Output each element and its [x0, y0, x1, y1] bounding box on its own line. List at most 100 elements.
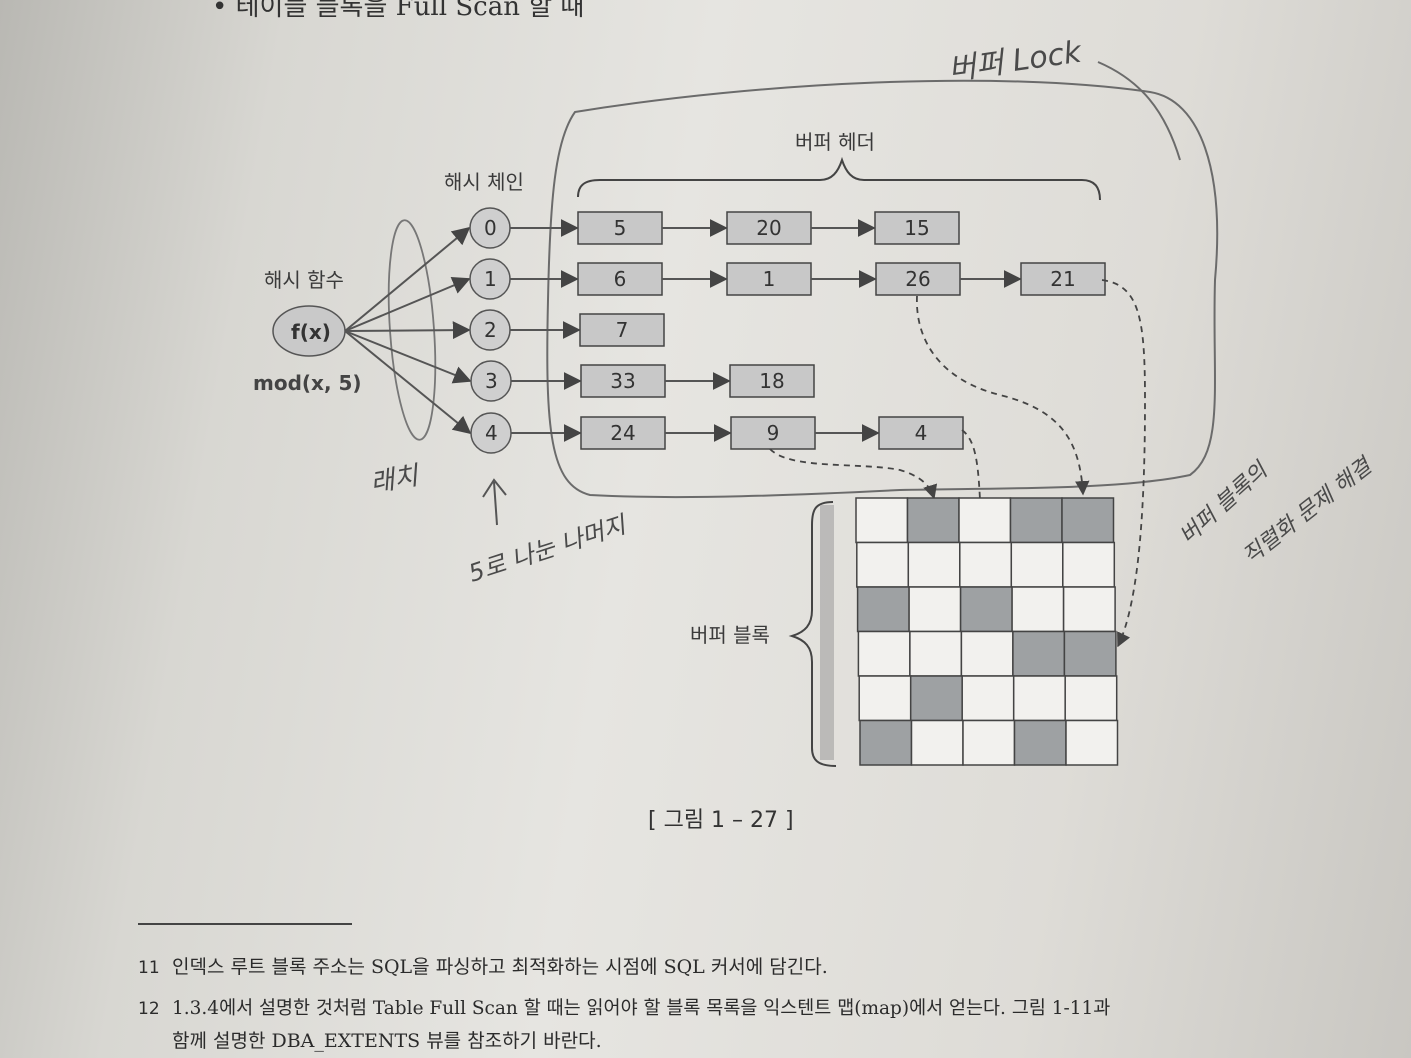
- footnote-12: 12 1.3.4에서 설명한 것처럼 Table Full Scan 할 때는 읽…: [138, 994, 1110, 1020]
- buffer-header-box: [726, 262, 812, 296]
- page-top-text: • 테이블 블록을 Full Scan 할 때: [212, 0, 585, 22]
- buffer-block-cell: [906, 497, 960, 544]
- buffer-block-brace: [788, 501, 837, 767]
- footnote-number: 11: [138, 958, 160, 978]
- buffer-header-box: [1020, 262, 1106, 296]
- buffer-block-cell: [910, 719, 964, 766]
- buffer-header-value: 7: [616, 318, 629, 342]
- buffer-block-cell: [1010, 541, 1064, 588]
- dashed-arrow-26: [916, 295, 1090, 496]
- buffer-header-value: 20: [756, 216, 781, 240]
- buffer-header-box: [878, 416, 964, 450]
- dashed-arrow-9: [769, 448, 938, 500]
- buffer-block-cell: [1012, 630, 1066, 677]
- chain-node-label: 3: [485, 369, 498, 393]
- fan-line: [344, 330, 472, 435]
- buffer-block-cell: [1009, 497, 1063, 544]
- fan-line: [344, 321, 471, 340]
- brace-shadow: [820, 505, 834, 760]
- handwritten-buffer-lock: 버퍼 Lock: [946, 34, 1085, 87]
- buffer-block-cell: [859, 719, 913, 766]
- buffer-header-value: 24: [610, 421, 635, 445]
- buffer-block-cell: [907, 541, 961, 588]
- buffer-block-cell: [1061, 497, 1115, 544]
- buffer-header-brace: [577, 156, 1101, 201]
- buffer-block-cell: [908, 586, 962, 633]
- buffer-header-box: [875, 262, 961, 296]
- buffer-header-box: [726, 211, 812, 245]
- buffer-header-value: 18: [759, 369, 784, 393]
- figure-caption: [ 그림 1 – 27 ]: [648, 808, 794, 833]
- buffer-header-box: [729, 364, 815, 398]
- lock-hook: [1097, 61, 1181, 161]
- hash-function-label: 해시 함수: [264, 268, 344, 292]
- buffer-block-cell: [1062, 541, 1116, 588]
- buffer-header-value: 9: [767, 421, 780, 445]
- buffer-block-cell: [961, 675, 1015, 722]
- buffer-header-value: 6: [614, 267, 627, 291]
- buffer-block-cell: [962, 719, 1016, 766]
- buffer-header-value: 1: [763, 267, 776, 291]
- dashed-arrow-21: [1101, 279, 1146, 648]
- buffer-block-cell: [959, 586, 1013, 633]
- mod-label: mod(x, 5): [253, 371, 362, 395]
- buffer-header-value: 21: [1050, 267, 1075, 291]
- buffer-header-value: 5: [614, 216, 627, 240]
- buffer-header-box: [577, 211, 663, 245]
- footnote-11: 11 인덱스 루트 블록 주소는 SQL을 파싱하고 최적화하는 시점에 SQL …: [138, 952, 828, 979]
- buffer-block-cell: [958, 497, 1012, 544]
- buffer-block-cell: [1011, 586, 1065, 633]
- buffer-header-value: 33: [610, 369, 635, 393]
- handwritten-up-arrow: [482, 478, 507, 526]
- chain-node-label: 0: [484, 216, 497, 240]
- footnote-number: 12: [138, 999, 160, 1019]
- buffer-header-box: [874, 211, 960, 245]
- buffer-block-cell: [857, 630, 911, 677]
- buffer-block-cell: [1012, 675, 1066, 722]
- buffer-block-cell: [960, 630, 1014, 677]
- buffer-block-cell: [1065, 719, 1119, 766]
- footnote-rule: [138, 923, 352, 925]
- handwritten-latch: 래치: [368, 461, 422, 499]
- fan-line: [344, 226, 471, 332]
- footnote-text: 1.3.4에서 설명한 것처럼 Table Full Scan 할 때는 읽어야…: [172, 998, 1111, 1019]
- buffer-header-value: 15: [904, 216, 929, 240]
- buffer-block-cell: [856, 586, 910, 633]
- fan-line: [344, 330, 472, 384]
- handwritten-mod-note: 5로 나눈 나머지: [465, 510, 631, 588]
- buffer-header-box: [580, 416, 666, 450]
- buffer-block-cell: [1062, 586, 1116, 633]
- hash-function-text: f(x): [291, 320, 331, 344]
- buffer-chains: 5 20 15 6 1 26 21 7 33 18 24 9 4: [510, 211, 1106, 450]
- fan-lines: [344, 226, 472, 435]
- buffer-header-value: 26: [905, 267, 930, 291]
- chain-node-label: 1: [484, 267, 497, 291]
- lock-outline: [546, 79, 1219, 499]
- buffer-block-cell: [909, 675, 963, 722]
- buffer-block-cell: [1063, 630, 1117, 677]
- buffer-block-cell: [858, 675, 912, 722]
- buffer-block-cell: [855, 497, 909, 544]
- footnote-text: 함께 설명한 DBA_EXTENTS 뷰를 참조하기 바란다.: [172, 1030, 602, 1052]
- chain-nodes: 0 1 2 3 4: [469, 207, 512, 454]
- buffer-block-cell: [909, 630, 963, 677]
- buffer-block-cell: [1013, 719, 1067, 766]
- dashed-arrow-4: [961, 429, 991, 584]
- buffer-header-value: 4: [915, 421, 928, 445]
- footnote-12-cont: 함께 설명한 DBA_EXTENTS 뷰를 참조하기 바란다.: [138, 1026, 602, 1053]
- chain-node-label: 4: [485, 421, 498, 445]
- footnote-text: 인덱스 루트 블록 주소는 SQL을 파싱하고 최적화하는 시점에 SQL 커서…: [172, 956, 828, 978]
- buffer-block-cell: [959, 541, 1013, 588]
- fan-line: [344, 276, 471, 332]
- buffer-block-cell: [856, 541, 910, 588]
- buffer-header-box: [580, 364, 666, 398]
- buffer-block-cell: [1064, 675, 1118, 722]
- buffer-header-box: [579, 313, 665, 347]
- buffer-header-box: [730, 416, 816, 450]
- chain-node-label: 2: [484, 318, 497, 342]
- buffer-block-grid: [855, 497, 1119, 766]
- hash-chain-label: 해시 체인: [444, 170, 524, 194]
- buffer-header-label: 버퍼 헤더: [795, 130, 875, 154]
- buffer-block-label: 버퍼 블록: [690, 623, 770, 647]
